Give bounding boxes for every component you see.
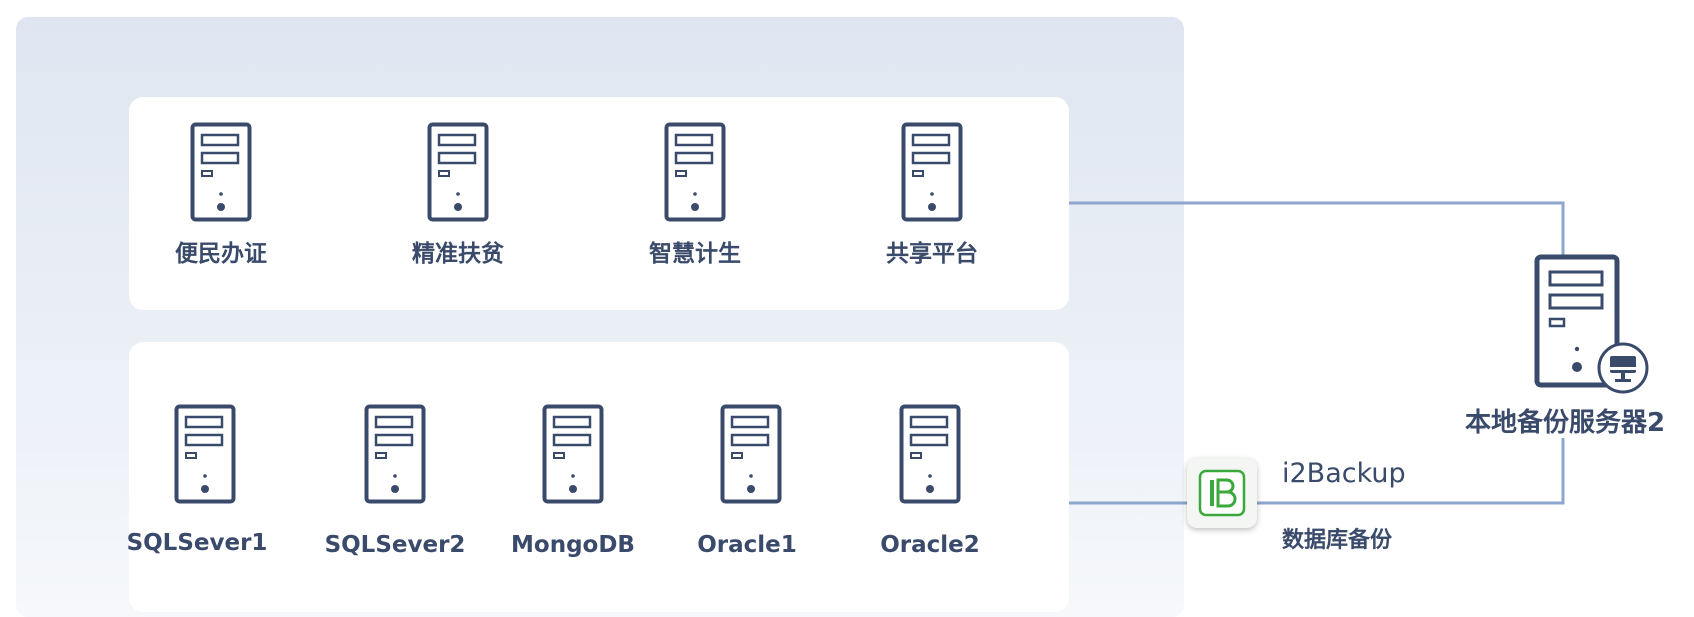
node-label: Oracle1 [697, 532, 797, 558]
i2backup-app-name: i2Backup [1282, 458, 1406, 489]
i2backup-app-caption: 数据库备份 [1282, 528, 1393, 553]
server-icon [141, 122, 301, 222]
server-icon [671, 404, 831, 504]
node-sqlserver1[interactable]: SQLSever1 [125, 404, 285, 556]
node-zhihui[interactable]: 智慧计生 [615, 122, 775, 268]
server-icon [850, 404, 1010, 504]
backup-server-label: 本地备份服务器2 [1464, 408, 1666, 438]
node-jingzhun[interactable]: 精准扶贫 [378, 122, 538, 268]
node-label: 智慧计生 [649, 241, 741, 267]
monitor-icon [1596, 341, 1650, 400]
i2backup-app-icon[interactable] [1187, 458, 1257, 528]
node-mongodb[interactable]: MongoDB [493, 404, 653, 558]
server-icon [315, 404, 475, 504]
node-oracle2[interactable]: Oracle2 [850, 404, 1010, 558]
node-sqlserver2[interactable]: SQLSever2 [315, 404, 475, 558]
server-icon [378, 122, 538, 222]
node-label: MongoDB [511, 532, 635, 558]
node-label: 便民办证 [175, 241, 267, 267]
server-icon [615, 122, 775, 222]
server-icon [493, 404, 653, 504]
node-gongxiang[interactable]: 共享平台 [852, 122, 1012, 268]
server-icon [852, 122, 1012, 222]
node-label: SQLSever2 [324, 532, 466, 558]
local-backup-server[interactable]: 本地备份服务器2 [1440, 254, 1690, 439]
node-label: 共享平台 [886, 241, 978, 267]
node-bianmin[interactable]: 便民办证 [141, 122, 301, 268]
i2backup-logo-icon [1187, 458, 1257, 533]
node-label: Oracle2 [880, 532, 980, 558]
server-icon [1505, 254, 1649, 394]
node-label: 精准扶贫 [412, 241, 504, 267]
node-label: SQLSever1 [126, 530, 268, 556]
server-icon [125, 404, 285, 504]
node-oracle1[interactable]: Oracle1 [671, 404, 831, 558]
